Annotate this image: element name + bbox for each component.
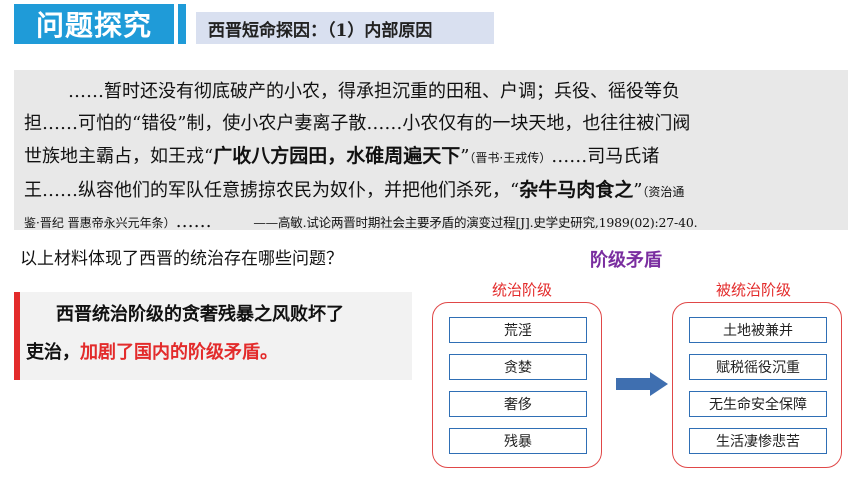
ruling-item: 贪婪 bbox=[449, 354, 587, 380]
section-badge: 问题探究 bbox=[14, 4, 174, 44]
slide-subtitle: 西晋短命探因：（1）内部原因 bbox=[196, 12, 494, 44]
material-line: 鉴·晋纪 晋惠帝永兴元年条）…… ——高敏.试论两晋时期社会主要矛盾的演变过程[… bbox=[24, 211, 698, 232]
quote-highlight: 广收八方园田，水碓周遍天下 bbox=[213, 145, 461, 167]
ruled-class-box: 土地被兼并 赋税徭役沉重 无生命安全保障 生活凄惨悲苦 bbox=[672, 302, 842, 468]
ruled-item: 无生命安全保障 bbox=[689, 391, 827, 417]
ruled-item: 赋税徭役沉重 bbox=[689, 354, 827, 380]
answer-line: 吏治，加剧了国内的阶级矛盾。 bbox=[26, 342, 278, 363]
source-material: ……暂时还没有彻底破产的小农，得承担沉重的田租、户调；兵役、徭役等负 担……可怕… bbox=[14, 70, 848, 232]
ruling-item: 残暴 bbox=[449, 428, 587, 454]
ruled-item: 生活凄惨悲苦 bbox=[689, 428, 827, 454]
quote-highlight: 杂牛马肉食之 bbox=[519, 179, 634, 201]
ruling-item: 奢侈 bbox=[449, 391, 587, 417]
material-line: 担……可怕的“错役”制，使小农户妻离子散……小农仅有的一块天地，也往往被门阀 bbox=[24, 113, 691, 134]
material-line: 世族地主霸占，如王戎“广收八方园田，水碓周遍天下”（晋书·王戎传）……司马氏诸 bbox=[24, 145, 660, 167]
arrow-right-icon bbox=[616, 372, 668, 396]
diagram-title: 阶级矛盾 bbox=[590, 250, 662, 271]
answer-box: 西晋统治阶级的贪奢残暴之风败坏了 吏治，加剧了国内的阶级矛盾。 bbox=[14, 292, 412, 380]
material-line: ……暂时还没有彻底破产的小农，得承担沉重的田租、户调；兵役、徭役等负 bbox=[68, 81, 680, 102]
answer-highlight: 加剧了国内的阶级矛盾。 bbox=[80, 342, 278, 363]
ruling-class-label: 统治阶级 bbox=[492, 281, 553, 299]
material-line: 王……纵容他们的军队任意掳掠农民为奴仆，并把他们杀死，“杂牛马肉食之”（资治通 bbox=[24, 179, 685, 201]
badge-accent-bar bbox=[178, 4, 186, 44]
answer-line: 西晋统治阶级的贪奢残暴之风败坏了 bbox=[56, 304, 344, 325]
source-note: 鉴·晋纪 晋惠帝永兴元年条） bbox=[24, 216, 176, 230]
ruling-class-box: 荒淫 贪婪 奢侈 残暴 bbox=[432, 302, 602, 468]
source-note: （资治通 bbox=[642, 185, 685, 199]
ruled-class-label: 被统治阶级 bbox=[716, 281, 792, 299]
ruled-item: 土地被兼并 bbox=[689, 317, 827, 343]
ruling-item: 荒淫 bbox=[449, 317, 587, 343]
question-text: 以上材料体现了西晋的统治存在哪些问题？ bbox=[20, 249, 343, 269]
citation: ——高敏.试论两晋时期社会主要矛盾的演变过程[J].史学史研究,1989(02)… bbox=[253, 215, 698, 230]
source-note: （晋书·王戎传） bbox=[469, 151, 552, 165]
